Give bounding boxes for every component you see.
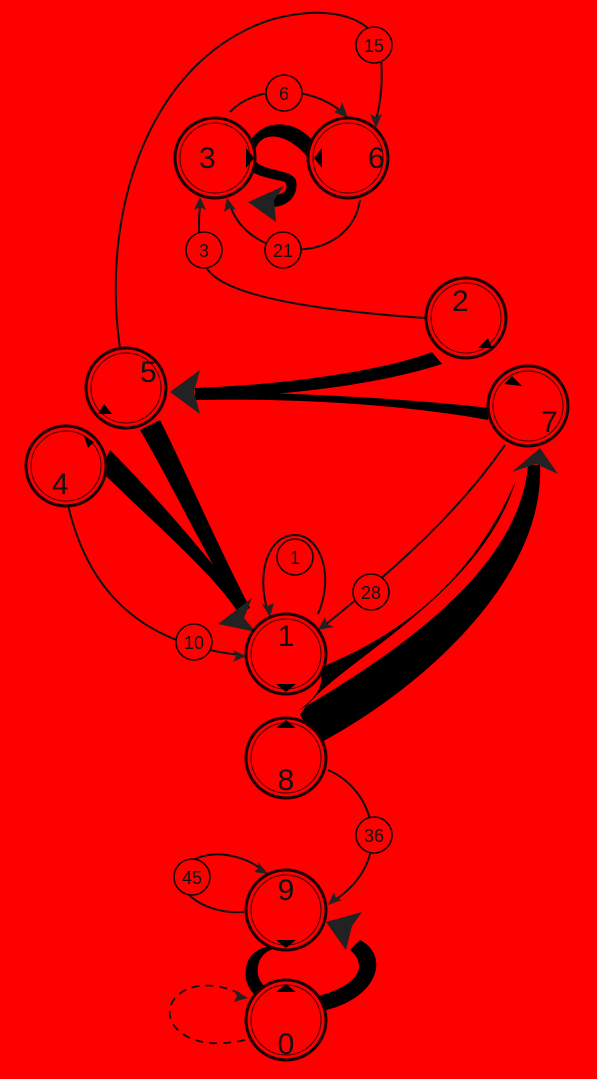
edge-label-10-text: 10 [184, 633, 204, 653]
port-marker [314, 148, 322, 168]
edge-label-45: 45 [173, 858, 211, 896]
arrowhead-6-3 [248, 186, 284, 222]
thick-edges [100, 124, 558, 1013]
port-marker [504, 376, 522, 386]
node-3-label: 3 [199, 142, 216, 175]
edge-0-0-dashed [168, 984, 246, 1045]
port-marker [98, 404, 112, 414]
port-marker [478, 338, 492, 348]
edge-label-1-text: 1 [290, 548, 300, 568]
edge-label-28: 28 [352, 573, 390, 611]
node-6-label: 6 [368, 142, 385, 175]
port-marker [246, 148, 254, 168]
node-1-label: 1 [278, 620, 295, 653]
port-marker [276, 720, 296, 728]
arrowhead-9-9 [254, 862, 268, 874]
node-0-label: 0 [278, 1028, 295, 1061]
edge-label-36: 36 [355, 816, 393, 854]
node-7[interactable]: 7 [486, 364, 570, 448]
edge-1-1 [262, 533, 327, 615]
node-6[interactable]: 6 [306, 116, 390, 200]
edge-label-6: 6 [265, 74, 303, 112]
edge-label-21-text: 21 [273, 241, 293, 261]
edge-2-3 [197, 204, 426, 319]
arrowhead-to-9 [326, 912, 362, 950]
edge-label-36-text: 36 [364, 826, 384, 846]
arrowhead-0-0 [234, 990, 248, 1002]
node-4[interactable]: 4 [24, 424, 108, 508]
node-2[interactable]: 2 [424, 276, 508, 360]
node-1[interactable]: 1 [244, 612, 328, 696]
edge-labels: 15 6 3 21 1 28 10 36 [173, 26, 393, 896]
arrowhead-3-6 [334, 102, 348, 118]
node-9-label: 9 [278, 874, 295, 907]
node-8[interactable]: 8 [244, 716, 328, 800]
node-5[interactable]: 5 [84, 346, 168, 430]
thick-edge-2-5 [195, 352, 442, 398]
arrowhead-1-1 [262, 603, 274, 617]
node-7-label: 7 [541, 406, 558, 439]
arrowhead-5-6 [370, 114, 382, 128]
thick-edge-7-5 [195, 392, 490, 420]
node-4-label: 4 [52, 468, 69, 501]
arrowhead-7-1 [318, 617, 334, 630]
edge-label-3-text: 3 [199, 241, 209, 261]
node-0[interactable]: 0 [244, 978, 328, 1062]
edge-label-10: 10 [175, 623, 213, 661]
thick-edge-5-1 [140, 420, 250, 612]
port-marker [276, 984, 296, 992]
port-marker [276, 684, 296, 692]
edge-label-28-text: 28 [361, 583, 381, 603]
node-2-label: 2 [452, 285, 469, 318]
arrowhead-8-9 [328, 892, 342, 905]
arrowhead-to-1 [218, 598, 256, 632]
node-9[interactable]: 9 [244, 868, 328, 952]
edge-label-3: 3 [185, 231, 223, 269]
nodes: 3 6 2 5 7 4 [24, 116, 570, 1062]
edge-label-45-text: 45 [182, 868, 202, 888]
arrowhead-4-1 [233, 650, 246, 662]
edge-5-6 [114, 11, 383, 349]
node-3[interactable]: 3 [173, 116, 257, 200]
arrowhead-to-5 [170, 370, 200, 414]
thick-edge-4-1 [100, 450, 246, 612]
edge-label-15: 15 [355, 26, 393, 64]
edge-label-21: 21 [264, 231, 302, 269]
arrowhead-2-3 [194, 197, 206, 210]
thick-edge-8-7 [296, 465, 541, 744]
port-marker [84, 436, 94, 448]
node-5-label: 5 [140, 356, 157, 389]
node-8-label: 8 [278, 764, 295, 797]
edge-7-1 [324, 444, 506, 626]
edge-label-1: 1 [276, 538, 314, 576]
thick-edge-6-3 [244, 124, 312, 208]
arrowhead-to-7 [512, 448, 558, 474]
edge-label-6-text: 6 [279, 84, 289, 104]
port-marker [276, 940, 296, 948]
edge-label-15-text: 15 [364, 36, 384, 56]
arrowhead-6-3-thin [224, 198, 236, 212]
